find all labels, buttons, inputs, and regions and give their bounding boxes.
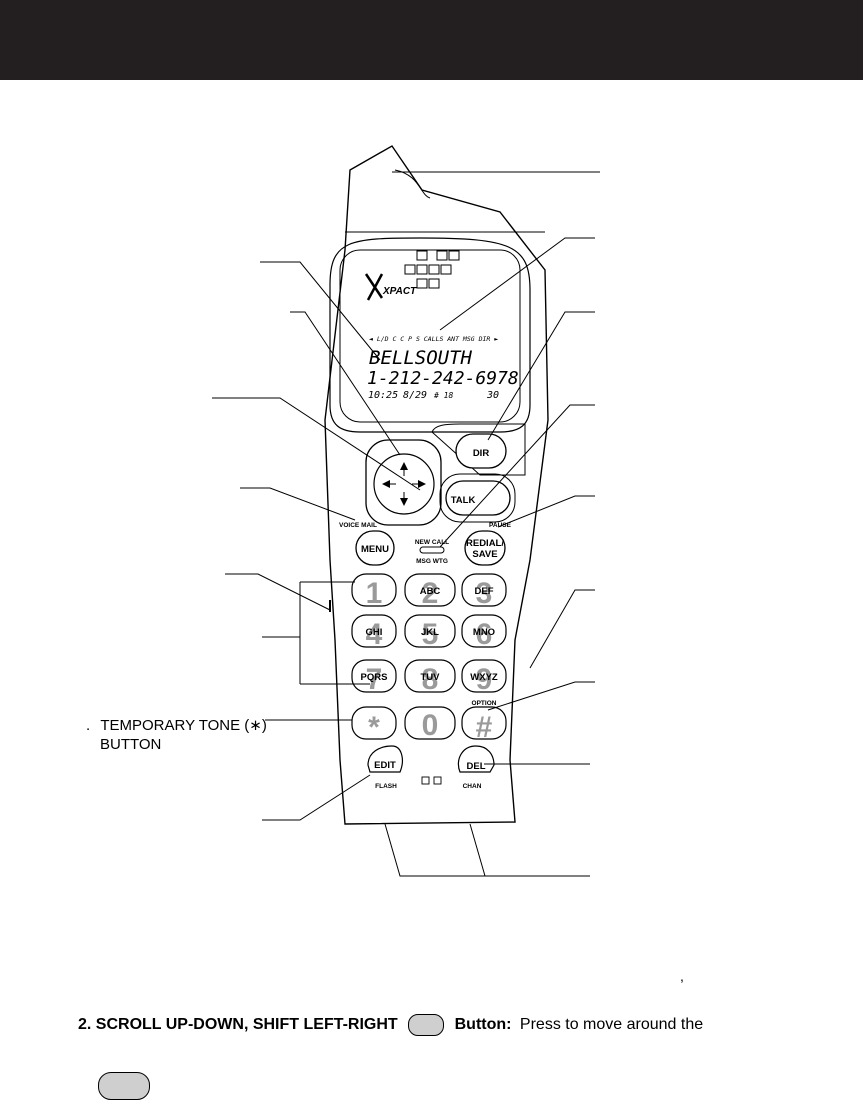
svg-text:DEL: DEL [467,761,486,772]
svg-text:DEF: DEF [475,586,494,597]
leader-lines-left [212,261,421,821]
svg-text:7: 7 [366,663,383,696]
svg-text:5: 5 [422,618,439,651]
new-call-label: NEW CALL [415,539,449,546]
svg-text:*: * [368,711,380,744]
lcd-date: 8/29 [403,390,427,401]
svg-text:3: 3 [476,577,493,610]
svg-text:PQRS: PQRS [361,672,388,683]
new-call-indicator [419,546,445,554]
svg-text:0: 0 [422,709,439,742]
scroll-button-icon [408,1014,445,1036]
talk-label: TALK [451,495,476,506]
xpact-logo: XPACT [364,273,417,301]
leader-lines-right [392,171,600,765]
stray-comma: , [680,968,684,984]
dir-button[interactable] [455,433,507,469]
menu-label: MENU [361,544,389,555]
lcd-screen: ◄ L/D C C P S CALLS ANT MSG DIR ► BELLSO… [367,335,519,401]
svg-text:8: 8 [422,663,439,696]
dir-label: DIR [473,448,490,459]
lcd-number: # 18 [433,391,453,400]
menu-button[interactable] [355,530,395,566]
option-label: OPTION [472,700,497,707]
item2-text: Press to move around the [519,1016,704,1034]
key-1[interactable]: 1 [351,573,397,610]
lcd-status-row: ◄ L/D C C P S CALLS ANT MSG DIR ► [369,335,498,343]
key-0[interactable]: 0 [404,706,456,742]
svg-text:ABC: ABC [420,586,441,597]
key-pound[interactable]: # [461,706,507,744]
voice-mail-label: VOICE MAIL [339,522,377,529]
brand-label: XPACT [382,286,417,297]
svg-text:EDIT: EDIT [374,760,396,771]
chan-label: CHAN [463,783,482,790]
lcd-count: 30 [486,390,499,401]
display-frame [329,237,531,433]
lcd-line2: 1-212-242-6978 [367,368,519,389]
svg-text:9: 9 [476,663,493,696]
temporary-tone-callout: . TEMPORARY TONE (∗) BUTTON [86,716,267,754]
pause-label: PAUSE [489,522,512,529]
item2-line: 2. SCROLL UP-DOWN, SHIFT LEFT-RIGHT Butt… [78,1014,703,1036]
item2-title: SCROLL UP-DOWN, SHIFT LEFT-RIGHT [95,1016,398,1034]
svg-text:2: 2 [422,577,439,610]
msg-wtg-label: MSG WTG [416,558,448,565]
redial-label: REDIAL/ [466,538,504,549]
indicator-squares [404,250,460,289]
callout-prefix: . [86,717,91,734]
callout-line1: TEMPORARY TONE (∗) [100,717,267,734]
lcd-line1: BELLSOUTH [369,347,473,369]
header-bar [0,0,863,80]
svg-text:GHI: GHI [366,627,383,638]
key-star[interactable]: * [351,706,397,744]
gray-button-icon [98,1072,150,1100]
svg-text:MNO: MNO [473,627,495,638]
svg-text:TUV: TUV [421,672,441,683]
edit-button[interactable]: EDIT [367,745,403,773]
svg-text:1: 1 [366,577,383,610]
lcd-time: 10:25 [368,390,398,401]
svg-text:6: 6 [476,618,493,651]
svg-text:JKL: JKL [421,627,439,638]
flash-label: FLASH [375,783,397,790]
svg-text:WXYZ: WXYZ [470,672,498,683]
redial-save-button[interactable] [464,530,506,566]
del-button[interactable]: DEL [457,745,495,773]
callout-line2: BUTTON [100,736,162,753]
svg-text:4: 4 [366,618,383,651]
talk-button[interactable] [445,480,511,516]
item2-number: 2. [78,1016,92,1034]
svg-text:#: # [476,711,493,744]
item2-button-word: Button: [454,1016,512,1034]
keypad-bracket [262,581,370,685]
save-label: SAVE [472,549,497,560]
nav-pad[interactable] [373,453,435,515]
